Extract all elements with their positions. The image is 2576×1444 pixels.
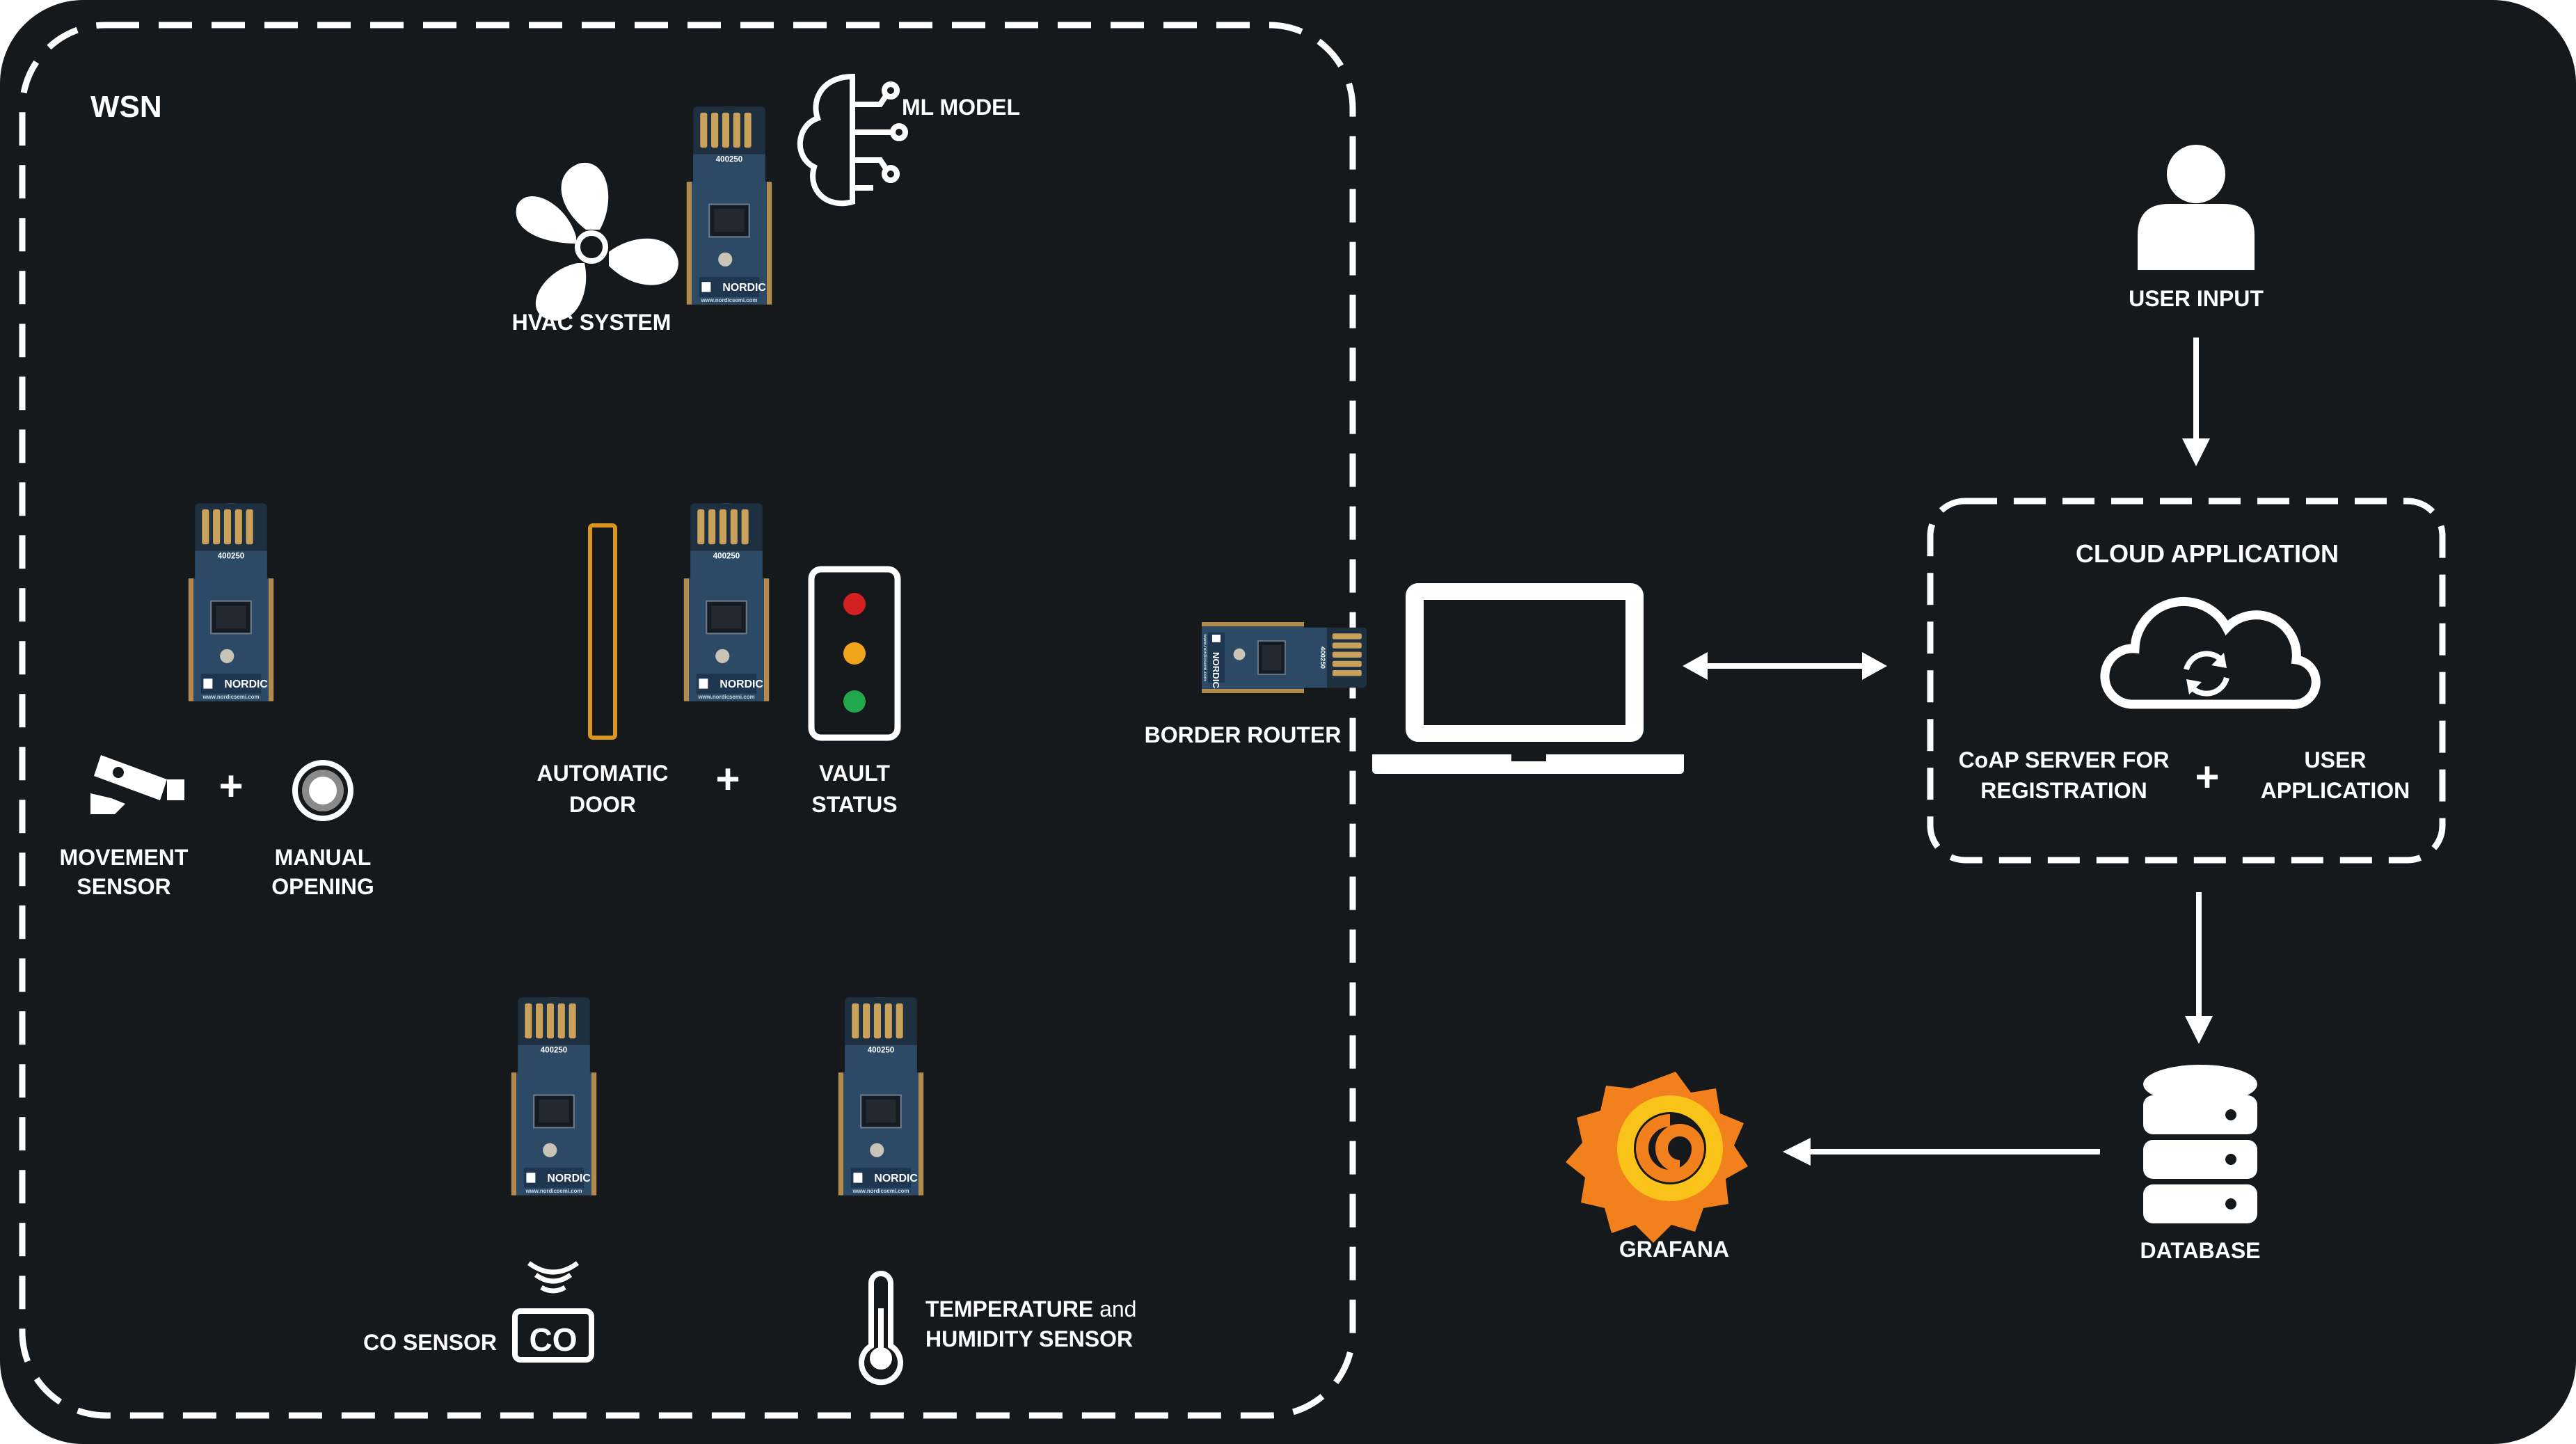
user-app-label-2: APPLICATION: [2261, 778, 2410, 803]
humidity-label: HUMIDITY SENSOR: [925, 1326, 1133, 1351]
ml-model-label: ML MODEL: [902, 95, 1020, 120]
door-icon: [588, 523, 617, 740]
database-grafana-arrow: [1783, 1138, 2100, 1166]
vault-label-2: STATUS: [811, 792, 897, 817]
fan-icon: [516, 162, 678, 321]
user-app-label-1: USER: [2305, 747, 2367, 772]
laptop-icon: [1372, 583, 1684, 774]
user-icon: [2138, 145, 2255, 270]
camera-icon: [90, 755, 184, 814]
hvac-label: HVAC SYSTEM: [512, 310, 671, 335]
coap-label-1: CoAP SERVER FOR: [1959, 747, 2170, 772]
movement-plus: +: [218, 763, 243, 809]
co-symbol-box: [512, 1308, 594, 1363]
wifi-signal-icon: [527, 1261, 580, 1294]
cloud-database-arrow: [2185, 892, 2213, 1044]
database-label: DATABASE: [2140, 1238, 2260, 1263]
grafana-label: GRAFANA: [1619, 1237, 1729, 1262]
border-router-label: BORDER ROUTER: [1145, 722, 1342, 747]
movement-node-board: [187, 502, 275, 702]
ml-node-board: [685, 106, 773, 306]
wsn-boundary: [19, 22, 1356, 1419]
door-label-1: AUTOMATIC: [536, 761, 668, 786]
user-cloud-arrow: [2182, 338, 2210, 466]
movement-label-2: SENSOR: [77, 874, 170, 899]
manual-label-2: OPENING: [271, 874, 374, 899]
cloud-application-box: [1927, 498, 2446, 864]
door-label-2: DOOR: [569, 792, 636, 817]
co-node-board: [510, 997, 598, 1196]
user-input-label: USER INPUT: [2129, 286, 2264, 311]
door-node-board: [683, 502, 770, 702]
cloud-sync-icon: [2100, 596, 2321, 709]
temp-node-board: [837, 997, 925, 1196]
temperature-label: TEMPERATURE and: [925, 1296, 1136, 1322]
grafana-logo: [1566, 1072, 1748, 1243]
coap-label-2: REGISTRATION: [1980, 778, 2147, 803]
border-router-board: [1201, 621, 1367, 694]
traffic-light-icon: [808, 566, 901, 741]
record-button-icon: [292, 760, 353, 821]
database-icon: [2143, 1065, 2257, 1223]
movement-label-1: MOVEMENT: [60, 845, 189, 870]
vault-label-1: VAULT: [819, 761, 890, 786]
door-plus: +: [715, 756, 740, 802]
wsn-label: WSN: [90, 90, 162, 124]
thermometer-icon: [859, 1271, 903, 1386]
laptop-cloud-arrow: [1683, 652, 1887, 680]
cloud-application-title: CLOUD APPLICATION: [2076, 539, 2339, 568]
brain-icon: [797, 73, 908, 207]
manual-label-1: MANUAL: [275, 845, 372, 870]
co-symbol-text: CO: [530, 1322, 578, 1358]
co-sensor-label: CO SENSOR: [363, 1330, 497, 1355]
cloud-plus: +: [2195, 754, 2219, 800]
